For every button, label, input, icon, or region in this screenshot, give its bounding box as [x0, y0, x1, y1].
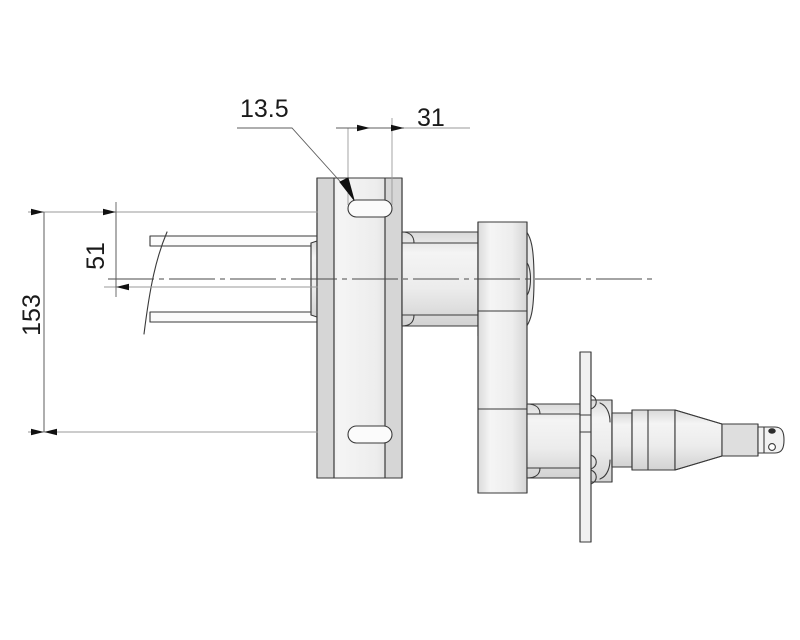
lower-cylindrical-boss [526, 399, 613, 483]
dimension-153: 153 [18, 208, 318, 436]
dimension-51: 51 [82, 202, 318, 297]
slotted-hole-lower [347, 425, 393, 444]
shaft-section [611, 409, 676, 471]
dimension-label-31: 31 [417, 104, 445, 132]
dimension-13-5: 13.5 [237, 95, 355, 201]
dimension-label-153: 153 [18, 294, 46, 336]
vertical-arm-bracket [477, 221, 528, 494]
dimension-label-51: 51 [82, 242, 110, 270]
dimension-31: 31 [336, 104, 470, 205]
end-tip-with-holes [721, 423, 785, 457]
break-line [143, 231, 168, 335]
dimension-label-13-5: 13.5 [240, 95, 289, 123]
flange-disc [579, 351, 597, 543]
slotted-hole-upper [347, 199, 393, 218]
mounting-plate [316, 177, 403, 479]
